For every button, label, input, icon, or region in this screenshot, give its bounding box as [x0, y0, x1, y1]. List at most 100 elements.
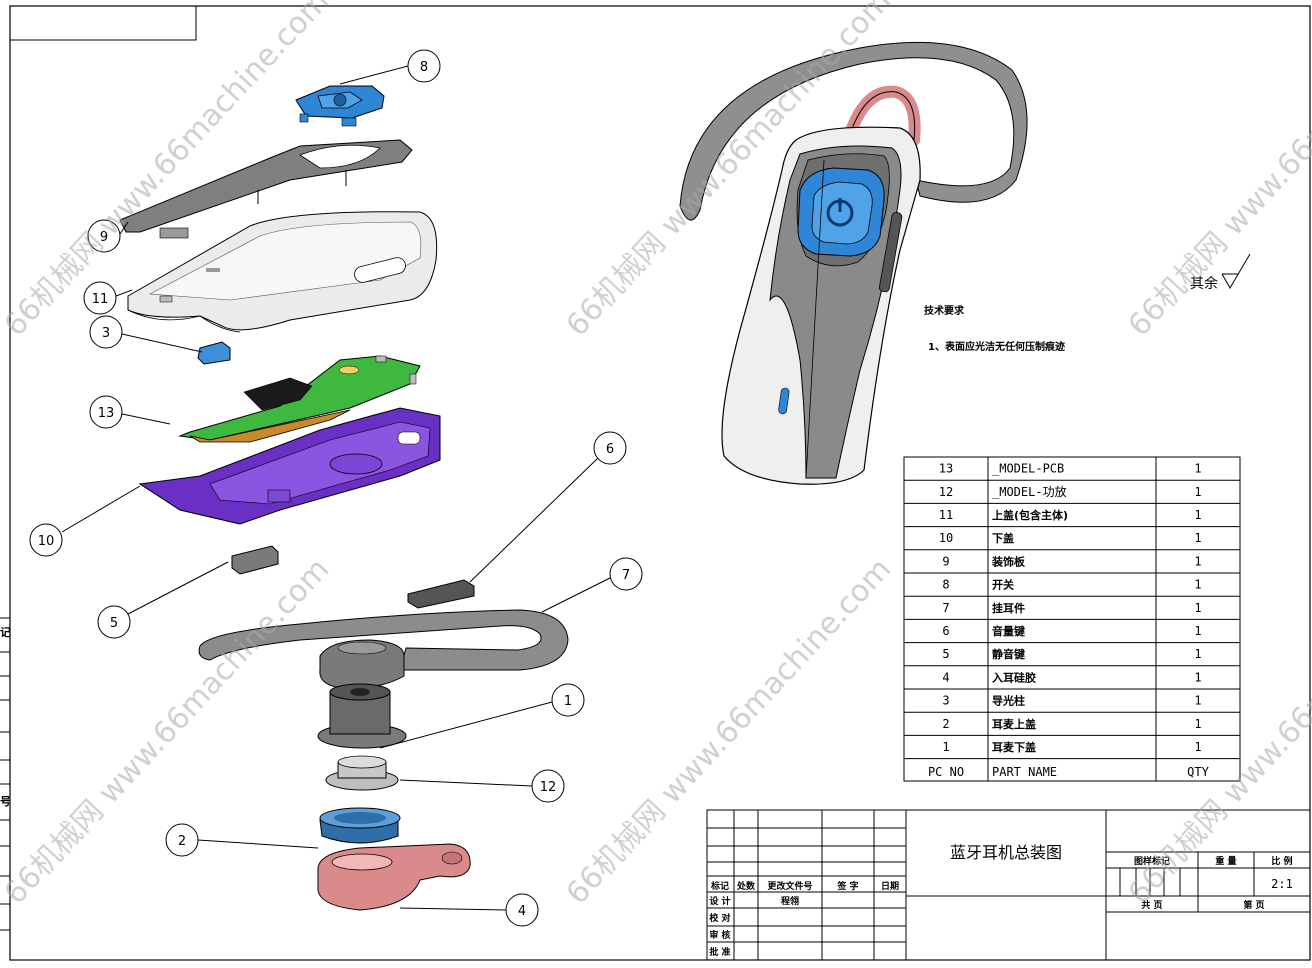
surface-mark-label: 其余 [1190, 275, 1218, 292]
part-8-switch [295, 85, 385, 127]
callout-13: 13 [98, 406, 115, 421]
bom-cell-qty: 1 [1194, 531, 1201, 545]
bom-cell-no: 12 [939, 485, 953, 499]
bom-cell-name: 挂耳件 [992, 601, 1025, 615]
bom-row-lines [904, 479, 1240, 760]
tech-requirements-heading: 技术要求 [924, 304, 965, 317]
designer-name: 程翎 [781, 895, 799, 907]
bom-row: 13 _MODEL-PCB 1 [939, 462, 1202, 476]
part-9-decor-plate [119, 139, 413, 239]
bom-cell-qty: 1 [1194, 647, 1201, 661]
bom-cell-qty: 1 [1194, 601, 1201, 615]
bom-cell-name: 静音键 [992, 647, 1026, 661]
bom-cell-no: 1 [942, 740, 949, 754]
bom-cell-no: 11 [939, 508, 953, 522]
bom-header: PC NO PART NAME QTY [928, 765, 1210, 779]
bom-cell-no: 5 [942, 647, 949, 661]
part-5-mute-key [231, 545, 279, 575]
bom-cell-qty: 1 [1194, 624, 1201, 638]
bom-cell-qty: 1 [1194, 717, 1201, 731]
callout-4: 4 [518, 904, 526, 919]
part-10-lower-cover [138, 407, 441, 525]
bom-row: 8 开关 1 [942, 578, 1201, 592]
surface-roughness-symbol: 其余 [1190, 253, 1251, 292]
bom-row: 5 静音键 1 [942, 647, 1201, 661]
bom-cell-no: 4 [942, 670, 949, 684]
bom-cell-qty: 1 [1194, 485, 1201, 499]
bom-cell-no: 10 [939, 531, 953, 545]
bom-cell-name: 音量键 [992, 624, 1026, 638]
bom-cell-qty: 1 [1194, 740, 1201, 754]
drawing-border [9, 5, 1311, 961]
bom-cell-name: 导光柱 [992, 694, 1025, 708]
sheet-label: 第 页 [1243, 899, 1264, 911]
bom-row: 1 耳麦下盖 1 [942, 740, 1201, 754]
bom-cell-name: 开关 [992, 578, 1014, 592]
bom-cell-qty: 1 [1194, 462, 1201, 476]
bom-row: 12 _MODEL-功放 1 [939, 484, 1202, 499]
count-label: 处数 [736, 880, 756, 892]
callout-1: 1 [564, 694, 572, 709]
callout-6: 6 [606, 442, 614, 457]
bom-cell-no: 6 [942, 624, 949, 638]
bom-row: 9 装饰板 1 [942, 554, 1201, 568]
scale-label: 比 例 [1271, 855, 1292, 867]
change-doc-label: 更改文件号 [767, 880, 812, 892]
bom-cell-no: 3 [942, 694, 949, 708]
left-revision-strip [0, 617, 10, 931]
date-label: 日期 [881, 880, 899, 892]
weight-label: 重 量 [1215, 855, 1236, 867]
callouts [29, 49, 643, 927]
bom-cell-name: 上盖(包含主体) [992, 508, 1068, 522]
callout-12: 12 [540, 780, 557, 795]
callout-7: 7 [622, 568, 630, 583]
part-12-amplifier [325, 755, 399, 791]
title-block [706, 809, 1311, 961]
bom-cell-qty: 1 [1194, 508, 1201, 522]
bom-row: 11 上盖(包含主体) 1 [939, 508, 1202, 522]
part-13-pcb [178, 355, 421, 443]
scale-value: 2:1 [1271, 877, 1293, 891]
bom-header-no: PC NO [928, 765, 964, 779]
bom-cell-name: 装饰板 [991, 554, 1026, 568]
bom-cell-name: 耳麦下盖 [992, 740, 1036, 754]
callout-3: 3 [102, 326, 110, 341]
callout-10: 10 [38, 534, 55, 549]
bom-row: 10 下盖 1 [939, 531, 1202, 545]
bom-cell-no: 9 [942, 554, 949, 568]
callout-labels: 8 9 11 3 13 10 5 6 7 1 12 2 4 [38, 60, 630, 919]
part-7-ear-hook [198, 609, 569, 689]
part-11-upper-cover [127, 211, 438, 333]
title-block-text: 蓝牙耳机总装图 标记 处数 更改文件号 签 字 日期 设 计 程翎 校 对 审 … [709, 843, 1292, 958]
part-6-volume-key [407, 579, 475, 609]
assembled-earphone-view [679, 41, 1028, 485]
left-mark-1: 记 [0, 626, 11, 639]
bom-header-name: PART NAME [992, 765, 1057, 779]
bom-cell-name: _MODEL-PCB [992, 462, 1064, 476]
bom-cell-name: 下盖 [992, 531, 1014, 545]
callout-11: 11 [92, 292, 109, 307]
part-4-ear-gel [317, 843, 471, 911]
bom-cell-qty: 1 [1194, 578, 1201, 592]
callout-5: 5 [110, 616, 118, 631]
bom-cell-no: 8 [942, 578, 949, 592]
callout-9: 9 [100, 230, 108, 245]
bom-cell-no: 13 [939, 462, 953, 476]
bom-cell-qty: 1 [1194, 554, 1201, 568]
left-mark-2: 号 [0, 795, 11, 808]
sign-label: 签 字 [836, 880, 858, 892]
callout-2: 2 [178, 834, 186, 849]
part-2-earcap-upper [319, 807, 401, 844]
bom-cell-name: 入耳硅胶 [992, 670, 1036, 684]
bom-cell-name: _MODEL-功放 [992, 484, 1067, 499]
top-left-code-box [9, 5, 197, 41]
bom-row: 6 音量键 1 [942, 624, 1201, 638]
design-label: 设 计 [709, 895, 730, 907]
part-1-earcap-lower [317, 683, 407, 749]
